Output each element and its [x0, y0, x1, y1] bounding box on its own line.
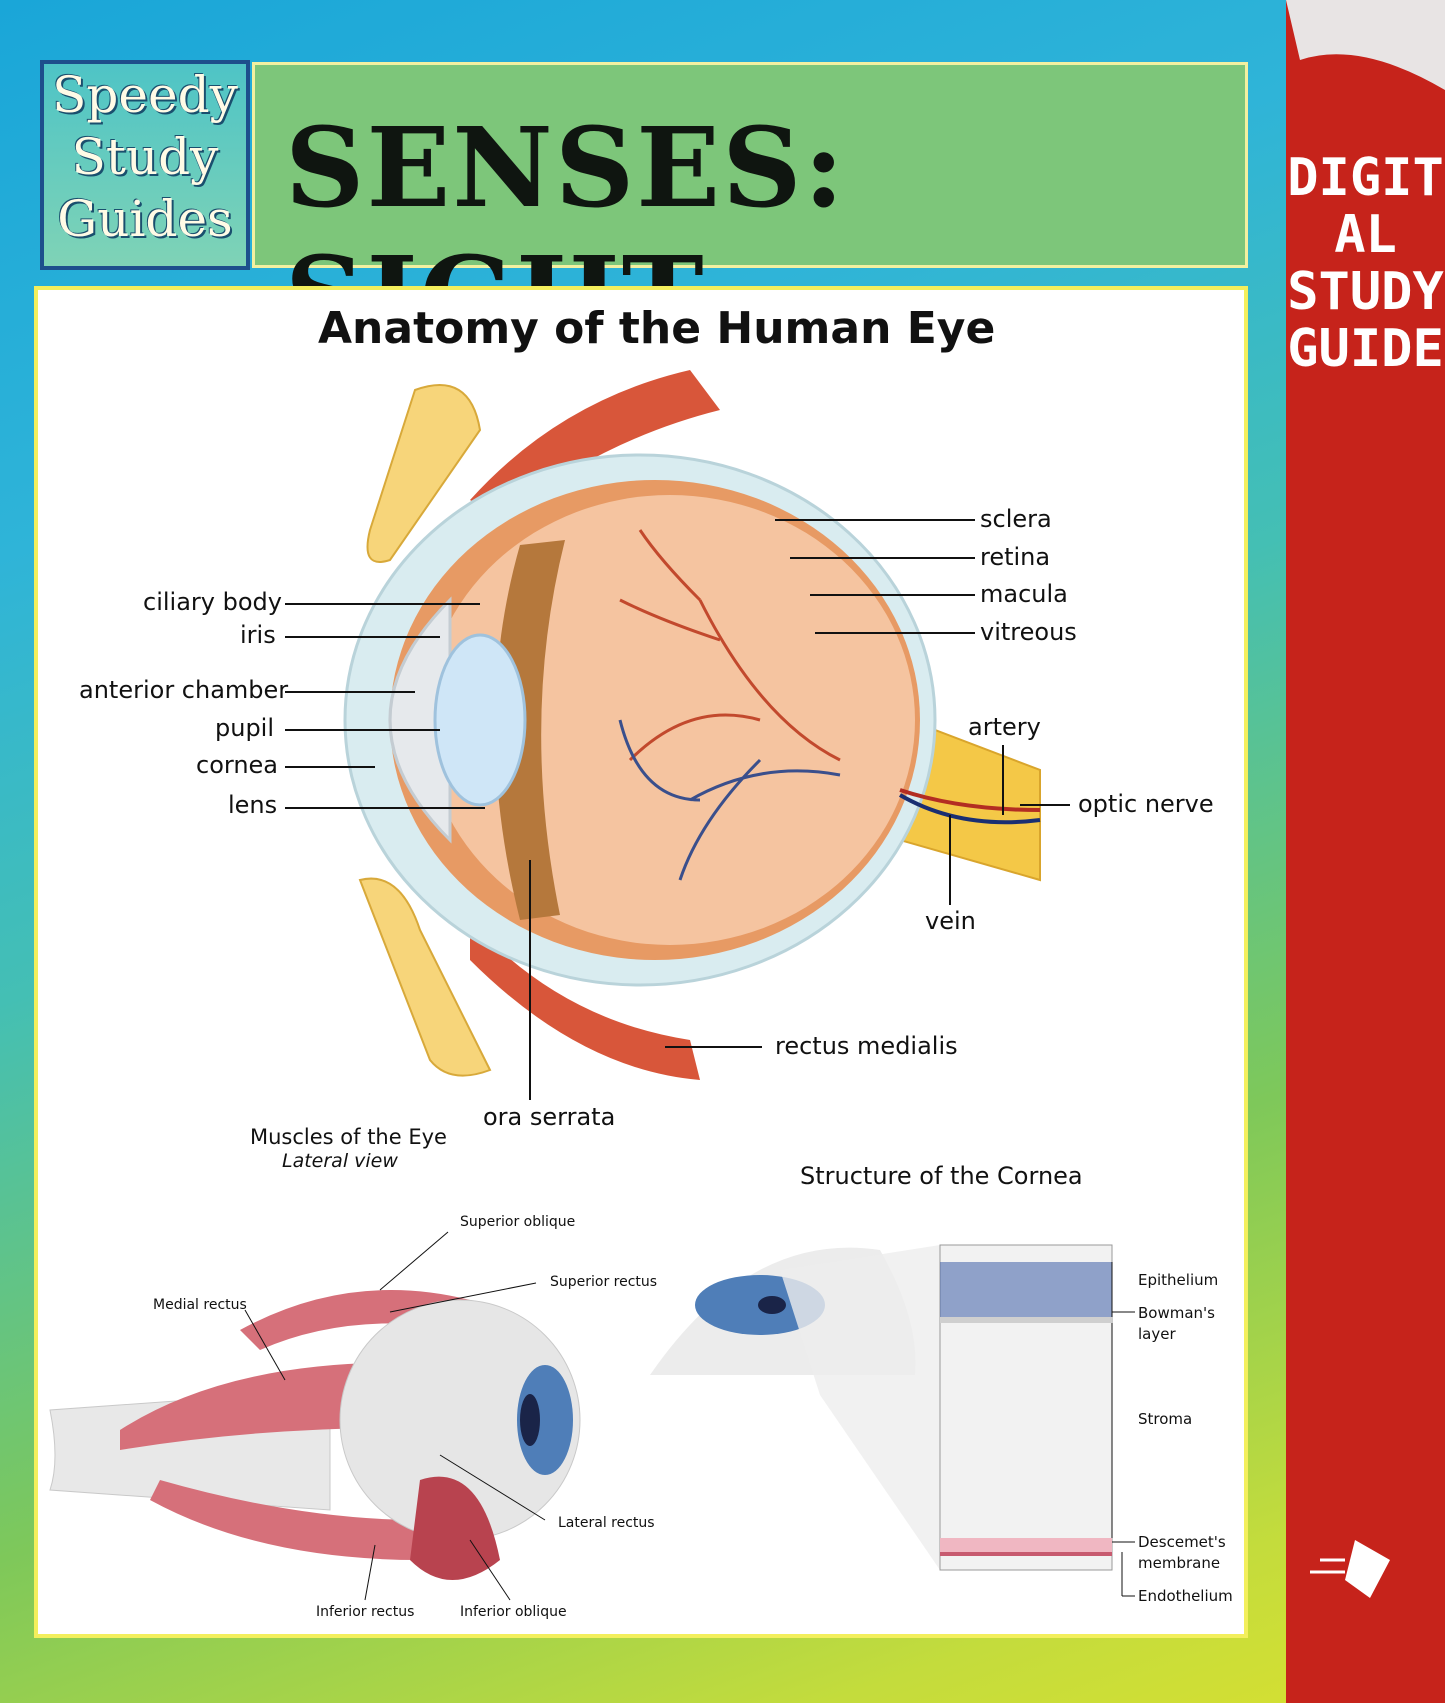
muscles-diagram-subtitle: Lateral view	[282, 1150, 398, 1172]
cornea-structure-illustration	[650, 1245, 1112, 1570]
label-artery: artery	[968, 713, 1041, 741]
label-vitreous: vitreous	[980, 618, 1077, 646]
label-iris: iris	[240, 621, 276, 649]
descemets-layer	[940, 1538, 1112, 1552]
bowmans-layer	[940, 1317, 1112, 1323]
label-inferior-rectus: Inferior rectus	[316, 1604, 414, 1620]
label-endothelium: Endothelium	[1138, 1587, 1233, 1605]
label-superior-rectus: Superior rectus	[550, 1274, 657, 1290]
cornea-leader-lines	[1112, 1262, 1135, 1596]
zoom-projection	[780, 1245, 940, 1570]
label-rectus-medialis: rectus medialis	[775, 1032, 958, 1060]
label-ciliary-body: ciliary body	[143, 588, 282, 616]
label-optic-nerve: optic nerve	[1078, 790, 1214, 818]
endothelium-layer	[940, 1552, 1112, 1556]
label-bowmans-line-1: Bowman's	[1138, 1304, 1215, 1322]
label-medial-rectus: Medial rectus	[153, 1297, 247, 1313]
label-inferior-oblique: Inferior oblique	[460, 1604, 567, 1620]
label-retina: retina	[980, 543, 1050, 571]
main-diagram-title: Anatomy of the Human Eye	[318, 303, 995, 354]
cornea-eye-pupil	[758, 1296, 786, 1314]
label-stroma: Stroma	[1138, 1410, 1192, 1428]
label-ora-serrata: ora serrata	[483, 1103, 615, 1131]
publisher-logo-icon	[1310, 1540, 1390, 1598]
label-descemets-line-2: membrane	[1138, 1554, 1220, 1572]
label-epithelium: Epithelium	[1138, 1271, 1218, 1289]
label-cornea: cornea	[196, 751, 278, 779]
label-vein: vein	[925, 907, 976, 935]
label-lateral-rectus: Lateral rectus	[558, 1515, 655, 1531]
lens-shape	[435, 635, 525, 805]
label-lens: lens	[228, 791, 277, 819]
label-pupil: pupil	[215, 714, 274, 742]
cornea-diagram-title: Structure of the Cornea	[800, 1162, 1083, 1190]
eye-cross-section	[345, 370, 1040, 1080]
label-bowmans-line-2: layer	[1138, 1325, 1176, 1343]
label-macula: macula	[980, 580, 1068, 608]
label-anterior-chamber: anterior chamber	[79, 676, 288, 704]
label-superior-oblique: Superior oblique	[460, 1214, 575, 1230]
label-descemets-line-1: Descemet's	[1138, 1533, 1226, 1551]
eye-muscles-illustration	[50, 1290, 580, 1580]
pupil-disk	[520, 1394, 540, 1446]
label-sclera: sclera	[980, 505, 1052, 533]
muscles-diagram-title: Muscles of the Eye	[250, 1125, 447, 1149]
page-curl	[1286, 0, 1445, 90]
epithelium-layer	[940, 1262, 1112, 1317]
